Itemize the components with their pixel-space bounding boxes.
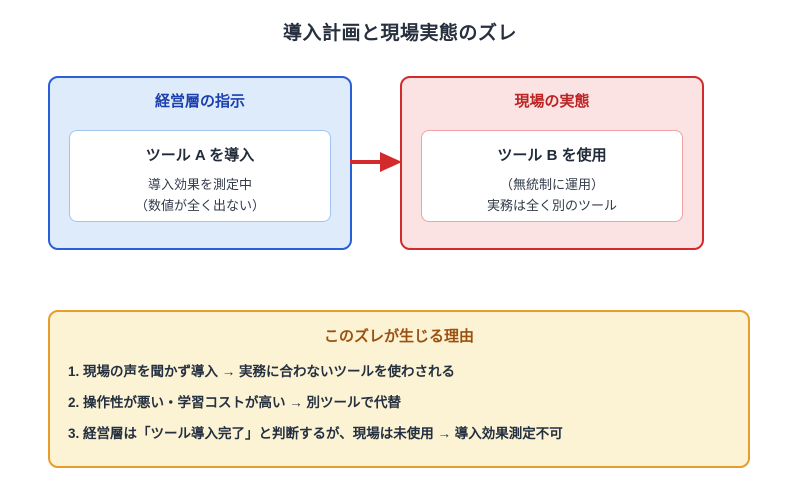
tool-a-card-title: ツール A を導入 xyxy=(145,147,255,164)
tool-b-card-title: ツール B を使用 xyxy=(497,147,607,164)
reason-item-3: 3. 経営層は「ツール導入完了」と判断するが、現場は未使用 → 導入効果測定不可 xyxy=(68,426,563,441)
tool-b-card: ツール B を使用 （無統制に運用） 実務は全く別のツール xyxy=(421,130,683,222)
tool-a-card-line: 導入効果を測定中 xyxy=(147,177,252,192)
field-box-header: 現場の実態 xyxy=(514,93,590,110)
tool-a-card-line: （数値が全く出ない） xyxy=(134,198,265,213)
gap-reasons-header: このズレが生じる理由 xyxy=(323,328,474,345)
management-box-header: 経営層の指示 xyxy=(154,93,245,110)
management-instruction-box: 経営層の指示 ツール A を導入 導入効果を測定中 （数値が全く出ない） xyxy=(48,76,352,250)
field-reality-box: 現場の実態 ツール B を使用 （無統制に運用） 実務は全く別のツール xyxy=(400,76,704,250)
right-arrow-icon xyxy=(350,152,402,172)
gap-reasons-list: 1. 現場の声を聞かず導入 → 実務に合わないツールを使わされる 2. 操作性が… xyxy=(68,356,730,449)
reason-item-2: 2. 操作性が悪い・学習コストが高い → 別ツールで代替 xyxy=(68,395,402,410)
tool-b-card-line: 実務は全く別のツール xyxy=(486,198,617,213)
reason-item-1: 1. 現場の声を聞かず導入 → 実務に合わないツールを使わされる xyxy=(68,364,456,379)
tool-a-card: ツール A を導入 導入効果を測定中 （数値が全く出ない） xyxy=(69,130,331,222)
tool-b-card-line: （無統制に運用） xyxy=(499,177,604,192)
page-title: 導入計画と現場実態のズレ xyxy=(282,23,517,44)
gap-reasons-box: このズレが生じる理由 1. 現場の声を聞かず導入 → 実務に合わないツールを使わ… xyxy=(48,310,750,468)
